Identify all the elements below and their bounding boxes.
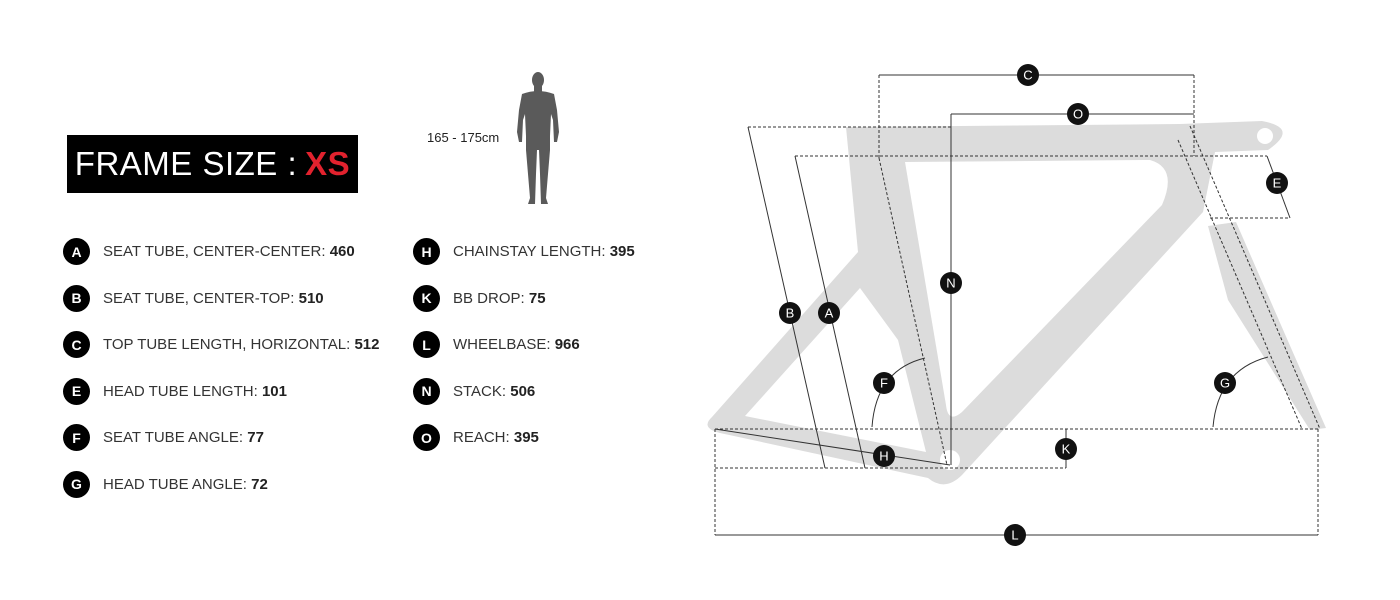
spec-text: TOP TUBE LENGTH, HORIZONTAL: 512 — [103, 331, 379, 358]
spec-text: HEAD TUBE LENGTH: 101 — [103, 378, 287, 405]
spec-row-e: E HEAD TUBE LENGTH: 101 — [63, 377, 379, 425]
spec-text: SEAT TUBE ANGLE: 77 — [103, 424, 264, 451]
spec-letter-badge: E — [63, 377, 90, 405]
spec-value: 510 — [298, 289, 324, 307]
diagram-badge-letter: E — [1273, 176, 1282, 191]
diagram-badge-a: A — [818, 302, 840, 324]
spec-value: 101 — [261, 382, 287, 400]
spec-letter-badge: N — [413, 377, 440, 405]
spec-row-f: F SEAT TUBE ANGLE: 77 — [63, 424, 379, 471]
diagram-badge-c: C — [1017, 64, 1039, 86]
spec-row-b: B SEAT TUBE, CENTER-TOP: 510 — [63, 284, 379, 332]
spec-row-a: A SEAT TUBE, CENTER-CENTER: 460 — [63, 238, 379, 285]
spec-letter-badge: F — [63, 424, 90, 452]
spec-text: SEAT TUBE, CENTER-TOP: 510 — [103, 285, 324, 312]
spec-value: 512 — [354, 336, 380, 354]
spec-letter-badge: L — [413, 331, 440, 359]
spec-label: TOP TUBE LENGTH, HORIZONTAL: — [103, 336, 351, 354]
spec-label: CHAINSTAY LENGTH: — [453, 243, 606, 260]
diagram-badge-k: K — [1055, 438, 1077, 460]
diagram-badge-letter: C — [1023, 68, 1032, 83]
spec-text: WHEELBASE: 966 — [453, 331, 580, 358]
frame-size-value: XS — [305, 145, 351, 182]
frame-size-label: FRAME SIZE : — [74, 145, 298, 182]
frame-geometry-diagram: C O E N B A F G H K L — [707, 64, 1326, 546]
diagram-badge-g: G — [1214, 372, 1236, 394]
frame-size-title: FRAME SIZE : XS — [67, 135, 358, 193]
fork — [1208, 222, 1326, 430]
diagram-badge-o: O — [1067, 103, 1089, 125]
spec-text: REACH: 395 — [453, 424, 539, 451]
spec-row-k: K BB DROP: 75 — [413, 284, 635, 332]
frame-main — [707, 121, 1283, 485]
diagram-badge-b: B — [779, 302, 801, 324]
diagram-badge-letter: O — [1073, 107, 1083, 122]
spec-label: SEAT TUBE ANGLE: — [103, 429, 244, 447]
spec-letter-badge: G — [63, 470, 90, 498]
spec-letter-badge: A — [63, 238, 90, 265]
diagram-badge-h: H — [873, 445, 895, 467]
spec-text: BB DROP: 75 — [453, 285, 546, 312]
spec-text: STACK: 506 — [453, 378, 535, 405]
spec-row-n: N STACK: 506 — [413, 377, 635, 425]
spec-letter-badge: C — [63, 331, 90, 359]
spec-value: 395 — [513, 429, 539, 447]
spec-letter-badge: H — [413, 238, 440, 265]
spec-text: CHAINSTAY LENGTH: 395 — [453, 238, 635, 265]
diagram-badge-l: L — [1004, 524, 1026, 546]
diagram-badge-e: E — [1266, 172, 1288, 194]
spec-row-c: C TOP TUBE LENGTH, HORIZONTAL: 512 — [63, 331, 379, 378]
diagram-badge-letter: G — [1220, 376, 1230, 391]
diagram-badge-letter: H — [879, 449, 888, 464]
person-silhouette-icon — [517, 72, 559, 204]
diagram-badge-letter: K — [1062, 442, 1071, 457]
spec-label: SEAT TUBE, CENTER-CENTER: — [103, 243, 326, 260]
spec-letter-badge: O — [413, 424, 440, 452]
diagram-badge-letter: F — [880, 376, 888, 391]
spec-row-o: O REACH: 395 — [413, 424, 635, 471]
bike-frame — [707, 121, 1326, 485]
spec-label: SEAT TUBE, CENTER-TOP: — [103, 289, 295, 307]
spec-row-g: G HEAD TUBE ANGLE: 72 — [63, 470, 379, 518]
spec-label: HEAD TUBE LENGTH: — [103, 382, 258, 400]
spec-label: STACK: — [453, 382, 507, 400]
spec-value: 460 — [329, 243, 355, 260]
spec-row-l: L WHEELBASE: 966 — [413, 331, 635, 378]
rider-height-range: 165 - 175cm — [427, 130, 500, 145]
diagram-badge-letter: B — [786, 306, 795, 321]
diagram-badge-letter: A — [825, 306, 834, 321]
spec-label: WHEELBASE: — [453, 336, 551, 354]
spec-label: HEAD TUBE ANGLE: — [103, 475, 247, 493]
diagram-badge-n: N — [940, 272, 962, 294]
spec-value: 506 — [510, 382, 536, 400]
spec-label: REACH: — [453, 429, 510, 447]
diagram-badge-f: F — [873, 372, 895, 394]
spec-letter-badge: B — [63, 284, 90, 312]
diagram-badge-letter: N — [946, 276, 955, 291]
spec-label: BB DROP: — [453, 289, 525, 307]
spec-value: 75 — [528, 289, 546, 307]
spec-letter-badge: K — [413, 284, 440, 312]
spec-value: 395 — [609, 243, 635, 260]
spec-value: 77 — [247, 429, 264, 447]
spec-row-h: H CHAINSTAY LENGTH: 395 — [413, 238, 635, 285]
spec-text: SEAT TUBE, CENTER-CENTER: 460 — [103, 238, 355, 265]
diagram-badge-letter: L — [1011, 528, 1018, 543]
spec-text: HEAD TUBE ANGLE: 72 — [103, 471, 268, 498]
spec-value: 72 — [251, 475, 268, 493]
spec-value: 966 — [554, 336, 580, 354]
